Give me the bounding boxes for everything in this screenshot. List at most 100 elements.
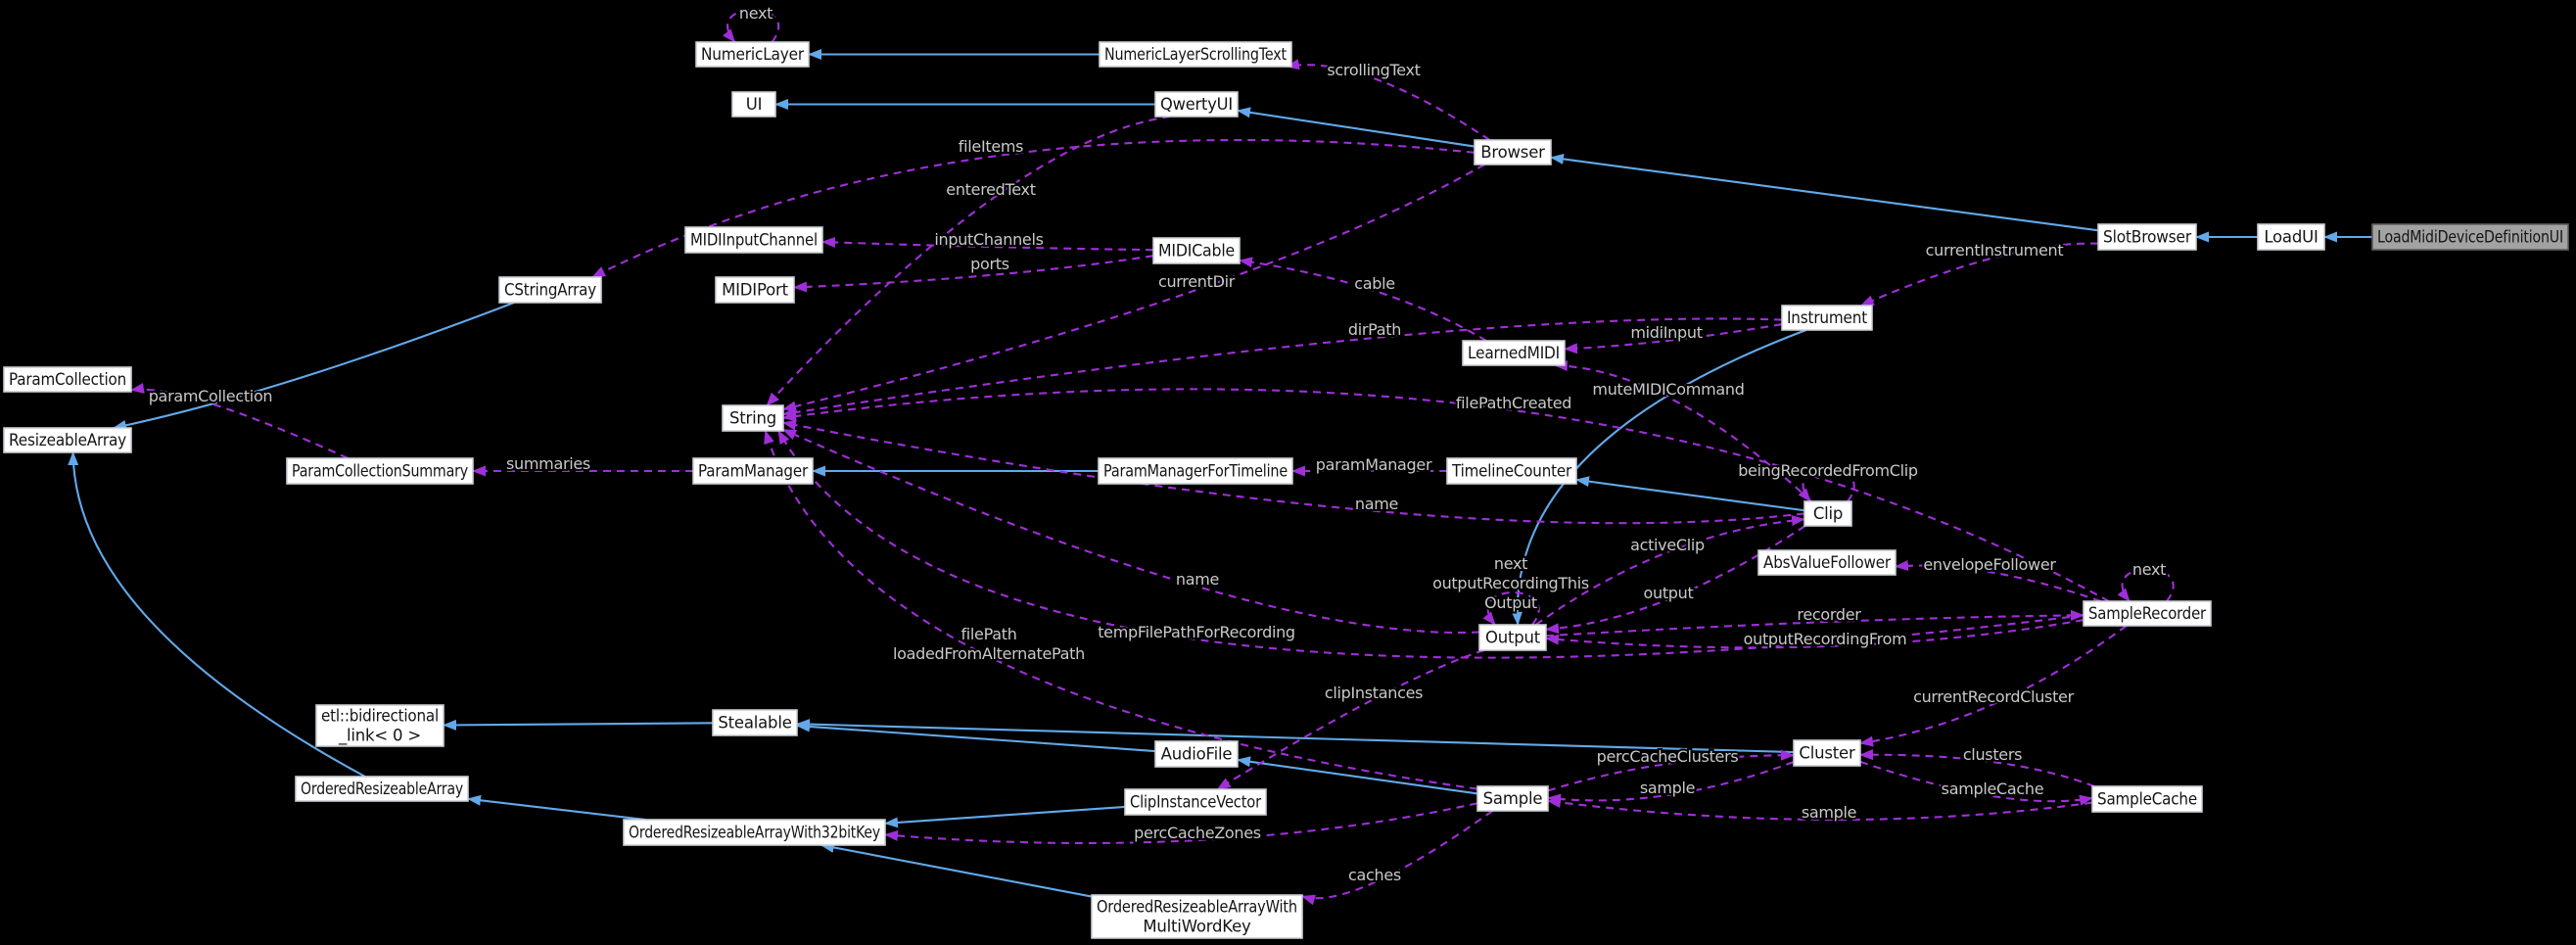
node-param-collection-summary[interactable]: ParamCollectionSummary	[286, 457, 474, 485]
node-audio-file[interactable]: AudioFile	[1154, 740, 1239, 768]
node-timeline-counter[interactable]: TimelineCounter	[1446, 457, 1577, 485]
node-label-midi-input-channel: MIDIInputChannel	[690, 231, 818, 250]
edge-qwerty-ui-to-string	[766, 115, 1171, 406]
edge-instrument-to-output	[1511, 329, 1807, 626]
node-box-sample[interactable]	[1476, 785, 1549, 812]
edge-sample-recorder-to-output	[1545, 619, 2084, 649]
node-string[interactable]: String	[722, 404, 784, 432]
node-clip-instance-vector[interactable]: ClipInstanceVector	[1124, 788, 1267, 816]
node-ui[interactable]: UI	[731, 91, 776, 118]
edge-label-sample-52: sample	[1802, 803, 1856, 822]
node-box-slot-browser[interactable]	[2097, 223, 2197, 251]
edge-clip-to-output	[1545, 525, 1806, 635]
node-label-param-manager-for-timeline: ParamManagerForTimeline	[1103, 462, 1288, 481]
edge-label-beingRecordedFromClip-35: beingRecordedFromClip	[1738, 461, 1918, 480]
node-sample[interactable]: Sample	[1476, 785, 1549, 812]
node-param-manager[interactable]: ParamManager	[692, 457, 814, 485]
node-box-ordered-resizeable-array-with-32bit-key[interactable]	[623, 819, 886, 846]
edge-label-name-43: name	[1176, 570, 1219, 589]
edge-cluster-to-stealable	[796, 719, 1795, 754]
node-box-learned-midi[interactable]	[1462, 340, 1566, 366]
node-param-manager-for-timeline[interactable]: ParamManagerForTimeline	[1098, 457, 1293, 485]
edge-clip-to-learned-midi	[1553, 360, 1812, 502]
node-box-ordered-resizeable-array-with-multi-word-key[interactable]	[1091, 894, 1303, 939]
node-param-collection[interactable]: ParamCollection	[3, 366, 132, 393]
node-sample-cache[interactable]: SampleCache	[2091, 785, 2203, 813]
node-box-midi-cable[interactable]	[1152, 237, 1241, 264]
node-slot-browser[interactable]: SlotBrowser	[2097, 223, 2197, 251]
node-box-param-manager-for-timeline[interactable]	[1098, 457, 1293, 485]
node-box-numeric-layer[interactable]	[695, 41, 810, 68]
node-midi-input-channel[interactable]: MIDIInputChannel	[684, 226, 823, 254]
node-label-clip: Clip	[1813, 504, 1843, 523]
node-abs-value-follower[interactable]: AbsValueFollower	[1757, 549, 1897, 576]
edge-clip-to-clip	[1798, 468, 1855, 502]
node-stealable[interactable]: Stealable	[712, 709, 798, 736]
node-box-midi-input-channel[interactable]	[684, 226, 823, 254]
node-box-stealable[interactable]	[712, 709, 798, 736]
node-box-numeric-layer-scrolling-text[interactable]	[1099, 41, 1292, 68]
node-box-clip[interactable]	[1803, 500, 1852, 527]
node-box-ui[interactable]	[731, 91, 776, 118]
node-ordered-resizeable-array[interactable]: OrderedResizeableArray	[295, 776, 469, 802]
node-box-clip-instance-vector[interactable]	[1124, 788, 1267, 816]
node-box-timeline-counter[interactable]	[1446, 457, 1577, 485]
node-label-cluster: Cluster	[1799, 744, 1855, 763]
node-label-etl-bidirectional-link: etl::bidirectional_link< 0 >	[321, 707, 439, 746]
node-learned-midi[interactable]: LearnedMIDI	[1462, 340, 1566, 366]
node-clip[interactable]: Clip	[1803, 500, 1852, 527]
node-numeric-layer-scrolling-text[interactable]: NumericLayerScrollingText	[1099, 41, 1292, 68]
node-label-output: Output	[1485, 629, 1541, 647]
edge-browser-to-qwerty-ui	[1237, 107, 1475, 148]
node-box-instrument[interactable]	[1781, 305, 1873, 331]
node-midi-cable[interactable]: MIDICable	[1152, 237, 1241, 264]
node-box-param-collection[interactable]	[3, 366, 132, 393]
edge-label-paramManager-33: paramManager	[1316, 455, 1432, 474]
node-box-etl-bidirectional-link[interactable]	[315, 704, 445, 747]
edge-label-sampleCache-51: sampleCache	[1942, 780, 2044, 798]
node-load-ui[interactable]: LoadUI	[2257, 223, 2325, 251]
node-box-qwerty-ui[interactable]	[1154, 91, 1239, 118]
node-label-ordered-resizeable-array: OrderedResizeableArray	[301, 780, 463, 798]
node-label-stealable: Stealable	[718, 714, 791, 732]
node-box-sample-recorder[interactable]	[2083, 600, 2212, 627]
node-label-sample-recorder: SampleRecorder	[2088, 604, 2206, 623]
edge-label-summaries-32: summaries	[506, 454, 590, 473]
node-box-param-manager[interactable]	[692, 457, 814, 485]
node-etl-bidirectional-link[interactable]: etl::bidirectional_link< 0 >	[315, 704, 445, 747]
node-sample-recorder[interactable]: SampleRecorder	[2083, 600, 2212, 627]
node-instrument[interactable]: Instrument	[1781, 305, 1873, 331]
node-box-audio-file[interactable]	[1154, 740, 1239, 768]
node-midi-port[interactable]: MIDIPort	[715, 276, 795, 304]
node-cstring-array[interactable]: CStringArray	[498, 276, 602, 304]
node-box-string[interactable]	[722, 404, 784, 432]
node-label-param-collection: ParamCollection	[9, 370, 126, 389]
node-resizeable-array[interactable]: ResizeableArray	[3, 427, 132, 453]
edge-label-fileItems-20: fileItems	[959, 137, 1023, 156]
node-box-output[interactable]	[1478, 624, 1547, 651]
edge-clip-to-string	[782, 419, 1805, 525]
edge-label-currentInstrument-27: currentInstrument	[1926, 241, 2064, 260]
node-box-ordered-resizeable-array[interactable]	[295, 776, 469, 802]
node-cluster[interactable]: Cluster	[1793, 739, 1861, 767]
node-numeric-layer[interactable]: NumericLayer	[695, 41, 810, 68]
node-box-midi-port[interactable]	[715, 276, 795, 304]
edge-clip-instance-vector-to-ordered-resizeable-array-with-32bit-key	[884, 805, 1126, 828]
node-box-browser[interactable]	[1474, 139, 1552, 165]
node-output[interactable]: Output	[1478, 624, 1547, 651]
node-box-cstring-array[interactable]	[498, 276, 602, 304]
node-box-resizeable-array[interactable]	[3, 427, 132, 453]
node-box-abs-value-follower[interactable]	[1757, 549, 1897, 576]
node-label-clip-instance-vector: ClipInstanceVector	[1130, 793, 1261, 812]
node-box-param-collection-summary[interactable]	[286, 457, 474, 485]
node-browser[interactable]: Browser	[1474, 139, 1552, 165]
node-box-sample-cache[interactable]	[2091, 785, 2203, 813]
node-label-ui: UI	[746, 95, 763, 114]
edge-label-name-34: name	[1355, 495, 1398, 513]
node-box-load-ui[interactable]	[2257, 223, 2325, 251]
node-qwerty-ui[interactable]: QwertyUI	[1154, 91, 1239, 118]
node-box-cluster[interactable]	[1793, 739, 1861, 767]
node-ordered-resizeable-array-with-32bit-key[interactable]: OrderedResizeableArrayWith32bitKey	[623, 819, 886, 846]
